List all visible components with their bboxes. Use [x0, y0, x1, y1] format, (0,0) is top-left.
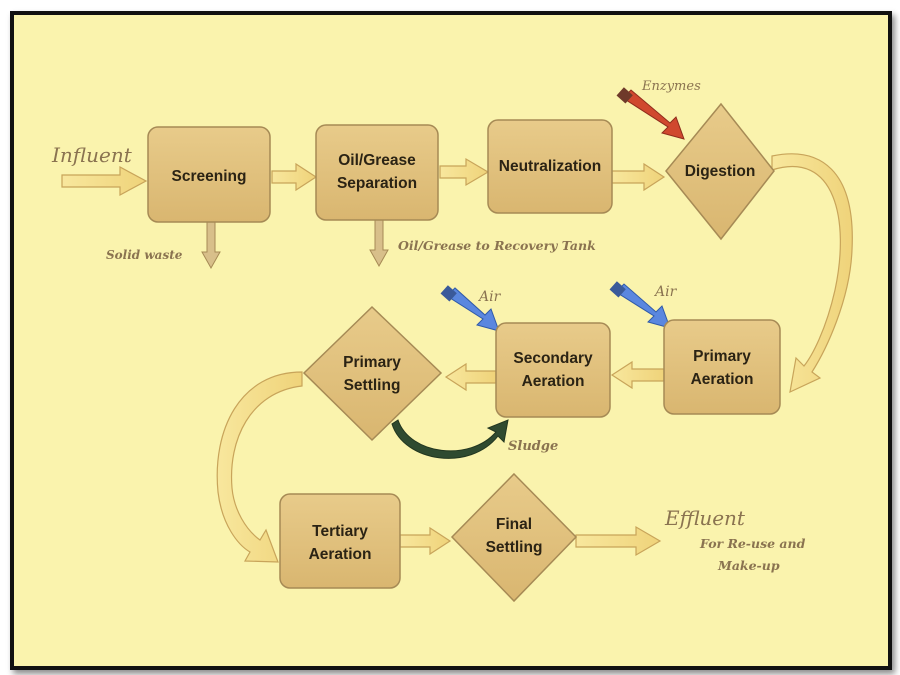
node-tertiary-aeration: Tertiary Aeration [279, 493, 401, 589]
sludge-label: Sludge [508, 439, 558, 454]
air-label-primary: Air [653, 284, 678, 300]
blue-arrow-icon [440, 285, 500, 332]
node-oil-grease-separation-label-line1: Oil/Grease [338, 152, 416, 169]
solid-waste-arrow [201, 221, 221, 270]
air-label-secondary: Air [477, 289, 502, 305]
oil-grease-waste-arrow [369, 219, 389, 268]
node-secondary-aeration-label-line2: Aeration [522, 373, 585, 390]
node-final-settling: Final Settling [450, 472, 578, 603]
effluent-label: Effluent [664, 506, 746, 530]
influent-label: Influent [51, 143, 133, 167]
curved-green-arrow-icon [391, 419, 509, 459]
oil-grease-recovery-label: Oil/Grease to Recovery Tank [398, 238, 596, 253]
node-secondary-aeration-label-line1: Secondary [513, 350, 593, 367]
solid-waste-label: Solid waste [106, 248, 183, 262]
node-secondary-aeration: Secondary Aeration [495, 322, 611, 418]
blue-arrow-icon [609, 281, 671, 329]
node-oil-grease-separation-label-line2: Separation [337, 175, 417, 192]
red-arrow-icon [616, 87, 685, 140]
flow-arrow-primary-to-secondary-aeration [610, 360, 665, 390]
node-digestion-label: Digestion [685, 163, 756, 180]
effluent-arrow [575, 525, 662, 557]
flow-arrow-oil-grease-to-neutralization [439, 157, 490, 187]
node-neutralization: Neutralization [487, 119, 613, 214]
influent-arrow [61, 165, 148, 197]
node-primary-aeration-label-line1: Primary [693, 348, 751, 365]
node-oil-grease-separation: Oil/Grease Separation [315, 124, 439, 221]
node-primary-aeration: Primary Aeration [663, 319, 781, 415]
node-primary-aeration-label-line2: Aeration [691, 371, 754, 388]
effluent-note-line2: Make-up [717, 558, 780, 573]
node-final-settling-label-line2: Settling [486, 539, 543, 556]
node-tertiary-aeration-label-line2: Aeration [309, 546, 372, 563]
node-digestion: Digestion [665, 102, 775, 241]
enzymes-label: Enzymes [641, 79, 701, 94]
curved-arrow-primary-settling-to-tertiary-aeration [216, 371, 303, 563]
curved-arrow-digestion-to-primary-aeration [771, 153, 853, 394]
node-primary-settling: Primary Settling [302, 305, 443, 442]
flow-arrow-neutralization-to-digestion [611, 162, 666, 192]
node-screening-label: Screening [172, 168, 247, 185]
node-neutralization-label: Neutralization [499, 158, 601, 175]
node-primary-settling-label-line1: Primary [343, 354, 401, 371]
effluent-note-line1: For Re-use and [699, 536, 806, 551]
node-primary-settling-label-line2: Settling [344, 377, 401, 394]
node-tertiary-aeration-label-line1: Tertiary [312, 523, 368, 540]
flow-arrow-secondary-aeration-to-primary-settling [444, 362, 497, 392]
node-final-settling-label-line1: Final [496, 516, 532, 533]
node-screening: Screening [147, 126, 271, 223]
flow-arrow-tertiary-to-final-settling [399, 526, 452, 556]
flow-arrow-screening-to-oil-grease [271, 162, 318, 192]
